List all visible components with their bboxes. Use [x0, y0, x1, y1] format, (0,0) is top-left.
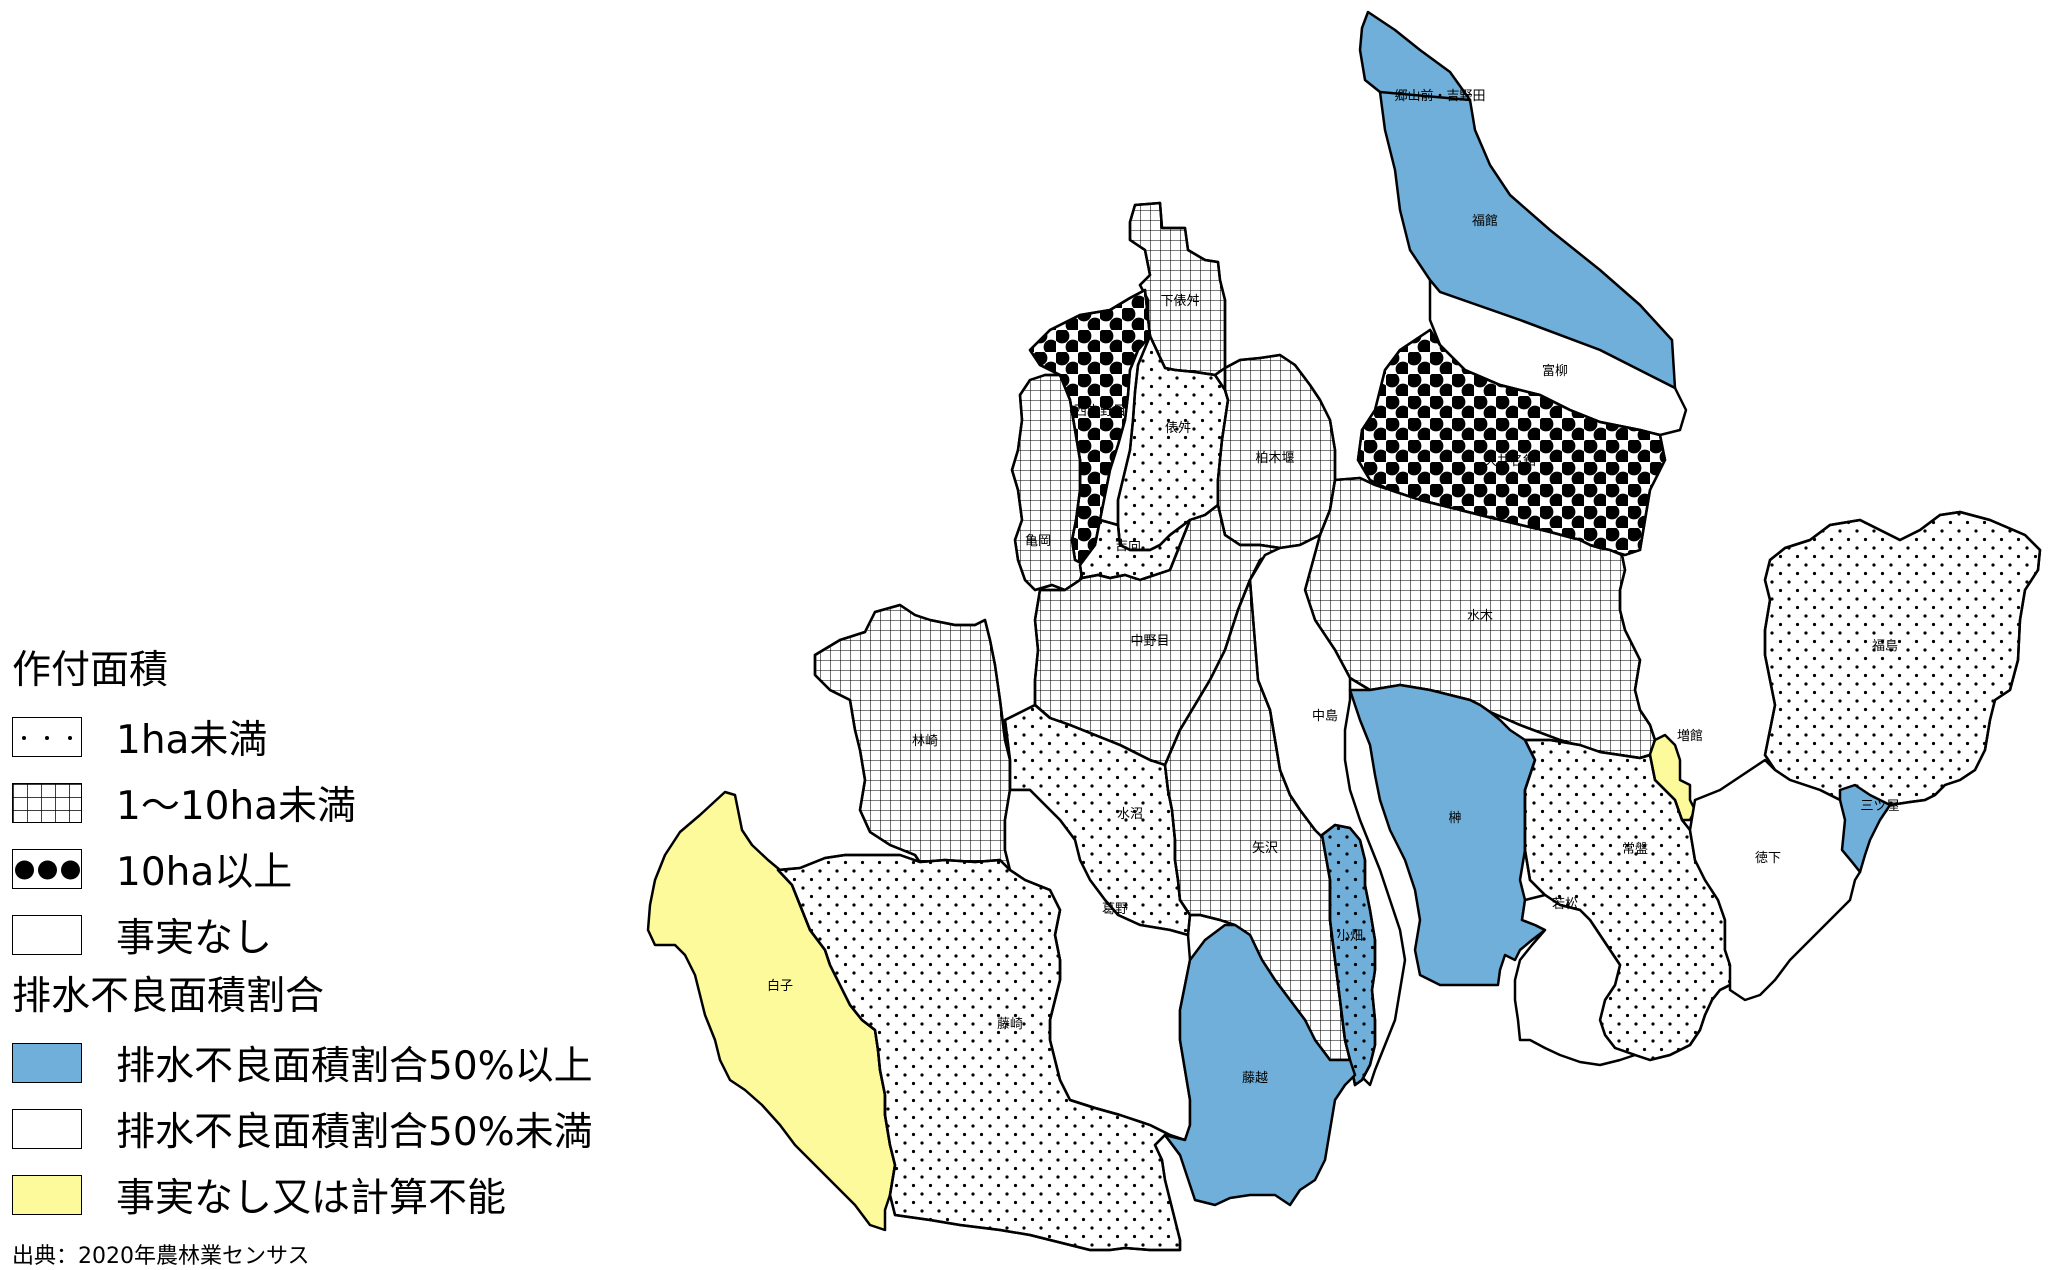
- region-label-wakamatsu: 若松: [1552, 896, 1578, 912]
- region-label-kashiwagizeki: 柏木堰: [1255, 451, 1294, 466]
- legend-swatch-grid: [12, 783, 82, 823]
- legend-item-none: 事実なし: [12, 902, 593, 968]
- region-label-tomiyanagi: 富柳: [1542, 363, 1568, 379]
- legend-label: 事実なし: [116, 916, 273, 961]
- legend-crop-title: 作付面積: [12, 648, 169, 693]
- region-kuinadate-pattern: [1356, 328, 1667, 557]
- region-label-shimotawarazu: 下俵舛: [1160, 294, 1199, 309]
- region-label-sakaki: 榊: [1448, 811, 1461, 826]
- region-label-nakajima: 中島: [1312, 709, 1338, 724]
- region-fukushima-pattern: [1763, 510, 2042, 812]
- region-label-rinzaki: 林崎: [912, 734, 938, 749]
- region-label-yoshimuki: 吉向: [1115, 538, 1141, 554]
- legend-label: 事実なし又は計算不能: [116, 1176, 507, 1221]
- legend-label: 排水不良面積割合50%未満: [116, 1110, 593, 1155]
- region-label-nishinakanome: 西中野目: [1074, 404, 1126, 419]
- legend-item-ge50: 排水不良面積割合50%以上: [12, 1030, 593, 1096]
- region-label-kobatake: 小畑: [1337, 929, 1363, 944]
- legend-label: 1～10ha未満: [116, 784, 357, 829]
- region-label-fukushima: 福島: [1872, 639, 1898, 654]
- region-fujikoshi: [1163, 923, 1357, 1207]
- region-label-fukutate: 福館: [1472, 214, 1498, 229]
- legend-drain-title: 排水不良面積割合: [12, 974, 325, 1019]
- region-label-nakanome: 中野目: [1130, 634, 1169, 649]
- region-tokushita: [1688, 758, 1862, 1002]
- legend-item-lt1: 1ha未満: [12, 704, 593, 770]
- region-fujisaki-pattern: [776, 853, 1187, 1252]
- legend-drain-items: 排水不良面積割合50%以上 排水不良面積割合50%未満 事実なし又は計算不能: [12, 1030, 593, 1228]
- legend-crop-items: 1ha未満 1～10ha未満 10ha以上 事実なし: [12, 704, 593, 968]
- region-label-masudate: 増館: [1677, 729, 1703, 744]
- region-label-kameoka: 亀岡: [1025, 534, 1051, 549]
- source-note: 出典：2020年農林業センサス: [12, 1244, 310, 1269]
- region-label-tokiwa: 常盤: [1622, 842, 1648, 857]
- region-label-mizunuma: 水沼: [1117, 807, 1143, 822]
- region-label-fujikoshi: 藤越: [1242, 1071, 1268, 1086]
- region-label-kuinadate: 久井名舘: [1484, 453, 1536, 469]
- region-label-shirako: 白子: [767, 978, 793, 994]
- legend-item-lt50: 排水不良面積割合50%未満: [12, 1096, 593, 1162]
- region-label-goyama: 郷山前・吉野田: [1394, 88, 1485, 104]
- legend-label: 排水不良面積割合50%以上: [116, 1044, 593, 1089]
- legend-swatch-blank: [12, 915, 82, 955]
- legend-label: 1ha未満: [116, 718, 268, 763]
- region-label-yazawa: 矢沢: [1252, 841, 1278, 856]
- region-label-mitsuya: 三ツ屋: [1860, 799, 1899, 814]
- legend-swatch-bigdots: [12, 849, 82, 889]
- legend-swatch-yellow: [12, 1175, 82, 1215]
- region-goyama: [1358, 10, 1472, 102]
- region-kobatake-pattern: [1320, 823, 1377, 1087]
- region-wakamatsu: [1513, 893, 1637, 1067]
- legend-swatch-blue: [12, 1043, 82, 1083]
- region-label-tokushita: 徳下: [1755, 851, 1781, 866]
- legend-item-na: 事実なし又は計算不能: [12, 1162, 593, 1228]
- legend-label: 10ha以上: [116, 850, 293, 895]
- map-legend: 作付面積 1ha未満 1～10ha未満 10ha以上 事実なし 排水不良面積割合…: [12, 648, 593, 1228]
- region-label-fujisaki: 藤崎: [997, 1017, 1023, 1032]
- region-sakaki: [1348, 683, 1547, 987]
- region-label-mizuki: 水木: [1467, 609, 1493, 624]
- legend-item-ge10: 10ha以上: [12, 836, 593, 902]
- region-label-tawarazu: 俵舛: [1165, 421, 1191, 436]
- legend-swatch-white: [12, 1109, 82, 1149]
- legend-item-1to10: 1～10ha未満: [12, 770, 593, 836]
- legend-swatch-dots: [12, 717, 82, 757]
- region-label-kuzuno: 葛野: [1102, 902, 1128, 917]
